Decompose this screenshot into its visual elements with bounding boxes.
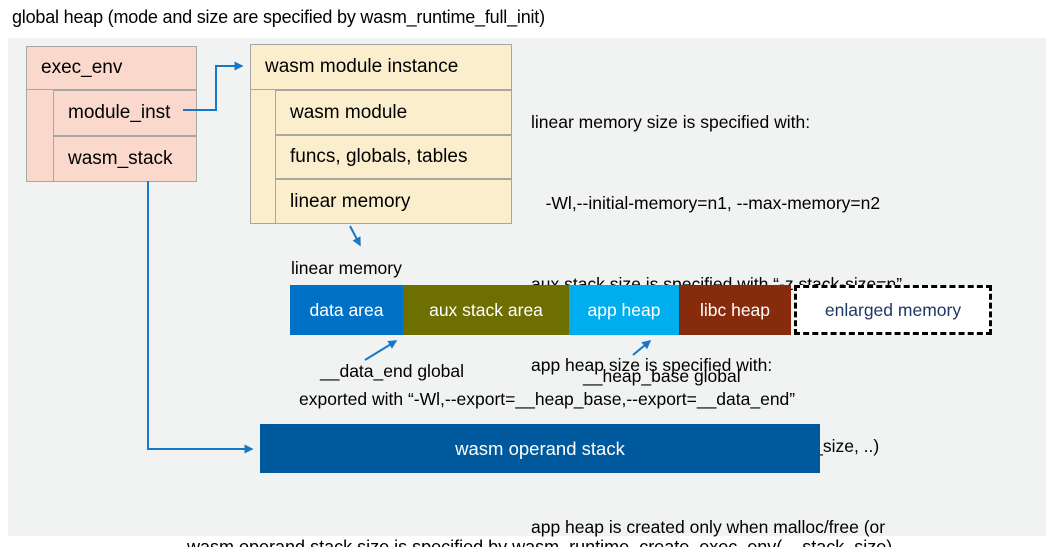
- segment-libc-heap: libc heap: [679, 285, 791, 335]
- note-line: -Wl,--initial-memory=n1, --max-memory=n2: [531, 193, 881, 213]
- exec-env-row-module-inst: module_inst: [53, 90, 197, 136]
- diagram-title: global heap (mode and size are specified…: [12, 7, 545, 27]
- footer-line: wasm operand stack size is specified by …: [187, 537, 893, 547]
- module-instance-row-funcs-globals-tables: funcs, globals, tables: [275, 135, 512, 179]
- module-instance-row-wasm-module: wasm module: [275, 90, 512, 135]
- module-instance-header: wasm module instance: [250, 44, 512, 90]
- operand-stack-notes: wasm operand stack size is specified by …: [187, 481, 892, 547]
- segment-data-area: data area: [290, 285, 403, 335]
- note-line: linear memory size is specified with:: [531, 112, 811, 132]
- module-instance-row-linear-memory: linear memory: [275, 179, 512, 224]
- exec-env-header: exec_env: [26, 46, 197, 90]
- segment-enlarged-memory: enlarged memory: [794, 285, 992, 335]
- segment-app-heap: app heap: [569, 285, 679, 335]
- export-flags-label: exported with “-Wl,--export=__heap_base,…: [299, 389, 796, 409]
- heap-base-global-label: __heap_base global: [583, 366, 741, 386]
- exec-env-row-wasm-stack: wasm_stack: [53, 136, 197, 182]
- wasm-operand-stack-bar: wasm operand stack: [260, 424, 820, 473]
- linear-memory-label: linear memory: [291, 258, 402, 278]
- data-end-global-label: __data_end global: [320, 361, 465, 381]
- segment-aux-stack-area: aux stack area: [403, 285, 569, 335]
- note-line: app heap size is specified with:: [531, 355, 773, 375]
- note-line: app heap is created only when malloc/fre…: [531, 517, 886, 537]
